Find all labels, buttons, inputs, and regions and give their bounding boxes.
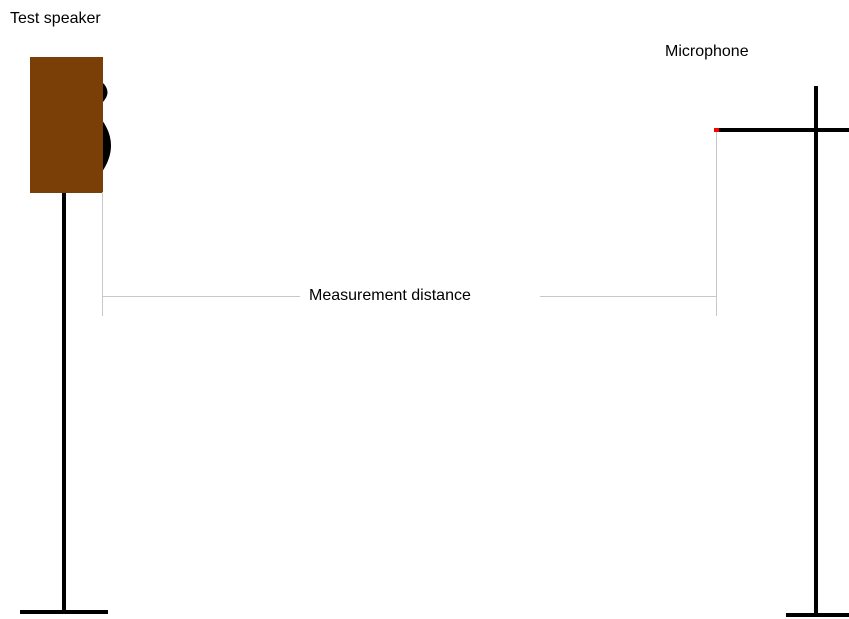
distance-guides bbox=[102, 131, 717, 316]
microphone-label: Microphone bbox=[665, 43, 749, 60]
loudspeaker-icon bbox=[30, 57, 111, 193]
woofer-driver bbox=[102, 120, 111, 172]
microphone-tip-icon bbox=[714, 128, 719, 132]
microphone-stand bbox=[714, 86, 849, 617]
speaker-label: Test speaker bbox=[10, 10, 101, 27]
measurement-distance-label: Measurement distance bbox=[305, 288, 475, 304]
tweeter-driver bbox=[102, 82, 108, 103]
speaker-stand bbox=[20, 192, 108, 614]
speaker-cabinet bbox=[30, 57, 103, 193]
